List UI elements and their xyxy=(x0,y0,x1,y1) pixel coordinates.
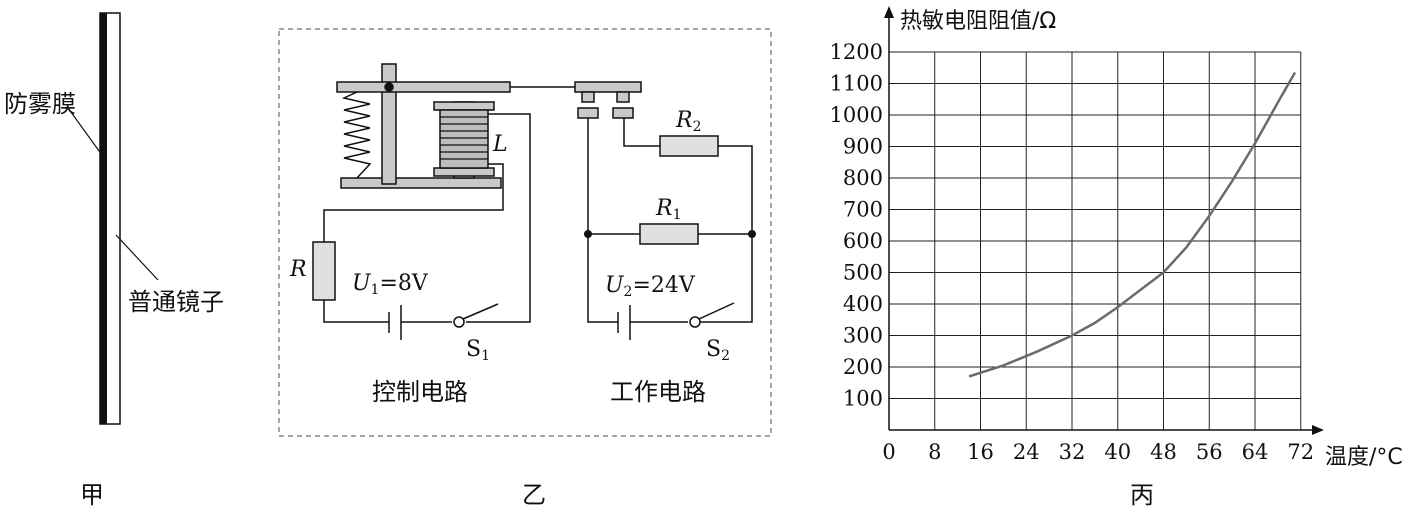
moving-contact-bar xyxy=(574,81,642,93)
x-tick-label: 64 xyxy=(1242,440,1269,464)
y-tick-labels: 100 200 300 400 500 600 700 800 900 1000 1100 1200 xyxy=(830,40,883,411)
contact-right-bottom xyxy=(612,107,634,119)
x-tick-label: 56 xyxy=(1196,440,1223,464)
resistor-r1 xyxy=(639,223,699,245)
y-tick-label: 300 xyxy=(843,324,883,348)
junction-right xyxy=(748,230,756,238)
y-tick-label: 1200 xyxy=(830,40,883,64)
panel-bing: 0 8 16 24 32 40 48 56 64 72 100 200 300 400 500 600 700… xyxy=(830,6,1403,509)
x-tick-label: 0 xyxy=(882,440,895,464)
contact-left-bottom xyxy=(577,107,599,119)
coil-turns xyxy=(440,116,488,160)
x-tick-labels: 0 8 16 24 32 40 48 56 64 72 xyxy=(882,440,1314,464)
caption-jia: 甲 xyxy=(80,481,104,509)
work-circuit-label: 工作电路 xyxy=(610,378,706,406)
x-tick-label: 72 xyxy=(1287,440,1314,464)
y-axis-arrow xyxy=(884,6,894,18)
contact-right-top xyxy=(616,91,630,103)
y-tick-label: 100 xyxy=(843,387,883,411)
y-tick-label: 200 xyxy=(843,355,883,379)
r2-label: R2 xyxy=(675,108,702,135)
y-tick-label: 900 xyxy=(843,135,883,159)
chart-axes xyxy=(884,6,1324,435)
y-tick-label: 1100 xyxy=(830,72,883,96)
film-label: 防雾膜 xyxy=(4,90,76,118)
caption-bing: 丙 xyxy=(1130,481,1154,509)
y-axis-label: 热敏电阻阻值/Ω xyxy=(900,9,1056,34)
y-tick-label: 800 xyxy=(843,166,883,190)
mirror-label: 普通镜子 xyxy=(128,288,224,316)
mirror-leader-line xyxy=(115,234,159,281)
s1-label: S1 xyxy=(466,337,490,364)
r1-label: R1 xyxy=(655,196,682,223)
y-tick-label: 700 xyxy=(843,198,883,222)
relay xyxy=(336,63,575,189)
x-axis-label: 温度/°C xyxy=(1325,445,1403,470)
control-circuit-label: 控制电路 xyxy=(372,378,468,406)
y-tick-label: 1000 xyxy=(830,103,883,127)
resistor-r2 xyxy=(659,135,719,157)
caption-yi: 乙 xyxy=(522,481,546,509)
x-tick-label: 40 xyxy=(1104,440,1131,464)
resistor-r xyxy=(312,241,336,301)
relay-contacts xyxy=(574,81,642,119)
y-tick-label: 600 xyxy=(843,229,883,253)
x-axis-arrow xyxy=(1312,425,1324,435)
coil-winding xyxy=(439,109,489,169)
junction-left xyxy=(584,230,592,238)
x-tick-label: 24 xyxy=(1013,440,1040,464)
armature-lever xyxy=(336,81,511,93)
dashed-border xyxy=(278,28,772,437)
control-circuit-wires xyxy=(323,113,531,340)
anti-fog-film xyxy=(100,13,107,424)
panel-yi: L R U1=8V S1 R2 R1 U2=24V S2 控制电路 工作电路 乙 xyxy=(278,28,772,509)
film-leader-line xyxy=(67,107,103,156)
coil-bottom-plate xyxy=(433,167,495,177)
x-tick-label: 16 xyxy=(967,440,994,464)
x-tick-label: 48 xyxy=(1150,440,1177,464)
y-tick-label: 500 xyxy=(843,261,883,285)
relay-post xyxy=(381,63,397,185)
contact-left-top xyxy=(581,91,595,103)
s2-label: S2 xyxy=(706,337,730,364)
spring xyxy=(341,91,372,179)
y-tick-label: 400 xyxy=(843,292,883,316)
x-tick-label: 8 xyxy=(928,440,941,464)
coil-top-plate xyxy=(433,101,495,111)
work-circuit-wires xyxy=(587,118,753,340)
u1-label: U1=8V xyxy=(352,271,429,298)
chart-grid xyxy=(889,51,1302,430)
resistance-curve xyxy=(968,71,1297,378)
panel-jia: 防雾膜 普通镜子 甲 xyxy=(4,12,224,509)
u2-label: U2=24V xyxy=(605,273,696,300)
relay-base xyxy=(340,177,502,189)
x-tick-label: 32 xyxy=(1059,440,1086,464)
resistor-r-label: R xyxy=(289,257,307,282)
pivot-dot xyxy=(384,82,394,92)
coil-label: L xyxy=(492,132,508,157)
